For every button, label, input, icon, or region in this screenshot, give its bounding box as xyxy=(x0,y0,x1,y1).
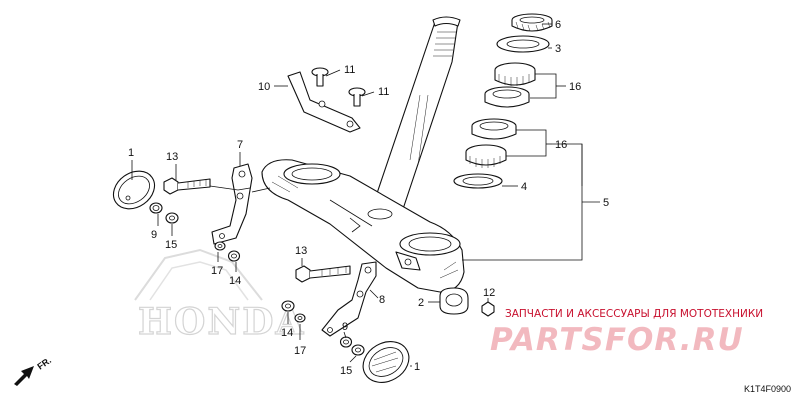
partsfor-tagline: ЗАПЧАСТИ И АКСЕССУАРЫ ДЛЯ МОТОТЕХНИКИ xyxy=(505,308,763,320)
callout-16-upper: 16 xyxy=(569,81,581,93)
callout-11-lower: 11 xyxy=(378,86,389,98)
honda-watermark-text: HONDA xyxy=(138,301,305,343)
callout-15-lower: 15 xyxy=(340,365,352,377)
stopper-bracket xyxy=(287,71,361,133)
stem-nut-6 xyxy=(511,13,553,32)
nut-9-lower xyxy=(339,336,353,348)
washer-15-lower xyxy=(351,344,365,356)
washer-17-lower xyxy=(294,313,306,323)
front-direction-arrow: FR. xyxy=(14,355,53,386)
dust-seal-4 xyxy=(453,173,503,189)
callout-1-upper: 1 xyxy=(128,147,134,159)
dust-seal-3 xyxy=(496,35,550,53)
callout-17-lower: 17 xyxy=(294,345,306,357)
steering-stem xyxy=(371,16,461,213)
upper-bearing-16 xyxy=(484,62,536,108)
bolt-13-lower xyxy=(295,265,351,283)
callout-2: 2 xyxy=(418,297,424,309)
callout-3: 3 xyxy=(555,43,561,55)
lower-bearing-16 xyxy=(465,118,517,168)
callout-16-lower: 16 xyxy=(555,139,567,151)
partsfor-logo: PARTSFOR.RU xyxy=(490,322,744,358)
bolt-11-upper xyxy=(311,67,329,87)
callout-14-lower: 14 xyxy=(281,327,293,339)
diagram-code: K1T4F0900 xyxy=(744,384,791,394)
callout-15-upper: 15 xyxy=(165,239,177,251)
clamp-2 xyxy=(439,287,469,315)
callout-13-lower: 13 xyxy=(295,245,307,257)
leader-lines xyxy=(131,23,600,367)
honda-watermark: HONDA xyxy=(134,248,305,344)
bolt-11-lower xyxy=(348,87,366,107)
callouts: 6 3 16 16 4 5 10 11 11 1 13 7 9 15 17 14… xyxy=(128,19,609,377)
callout-7: 7 xyxy=(237,139,243,151)
callout-14-upper: 14 xyxy=(229,275,241,287)
callout-10: 10 xyxy=(258,81,270,93)
nut-9-upper xyxy=(149,202,163,214)
bolt-12 xyxy=(481,301,495,317)
reflector-bracket-7 xyxy=(211,163,253,245)
bolt-13-upper xyxy=(163,177,211,195)
callout-13-upper: 13 xyxy=(166,151,178,163)
washer-17-upper xyxy=(214,241,226,251)
reflector-bracket-8 xyxy=(321,261,377,337)
cap-1-upper xyxy=(112,170,156,210)
callout-4: 4 xyxy=(521,181,527,193)
callout-1-lower: 1 xyxy=(414,361,420,373)
washer-15-upper xyxy=(165,212,179,224)
callout-9-upper: 9 xyxy=(151,229,157,241)
callout-6: 6 xyxy=(555,19,561,31)
callout-8: 8 xyxy=(379,294,385,306)
callout-5: 5 xyxy=(603,197,609,209)
nut-14-lower xyxy=(281,300,295,312)
bottom-bridge xyxy=(261,159,465,293)
callout-12: 12 xyxy=(483,287,495,299)
cap-1-lower xyxy=(362,341,410,383)
front-direction-label: FR. xyxy=(35,355,53,372)
callout-9-lower: 9 xyxy=(342,321,348,333)
callout-17-upper: 17 xyxy=(211,265,223,277)
nut-14-upper xyxy=(227,250,241,262)
callout-11-upper: 11 xyxy=(344,64,355,76)
